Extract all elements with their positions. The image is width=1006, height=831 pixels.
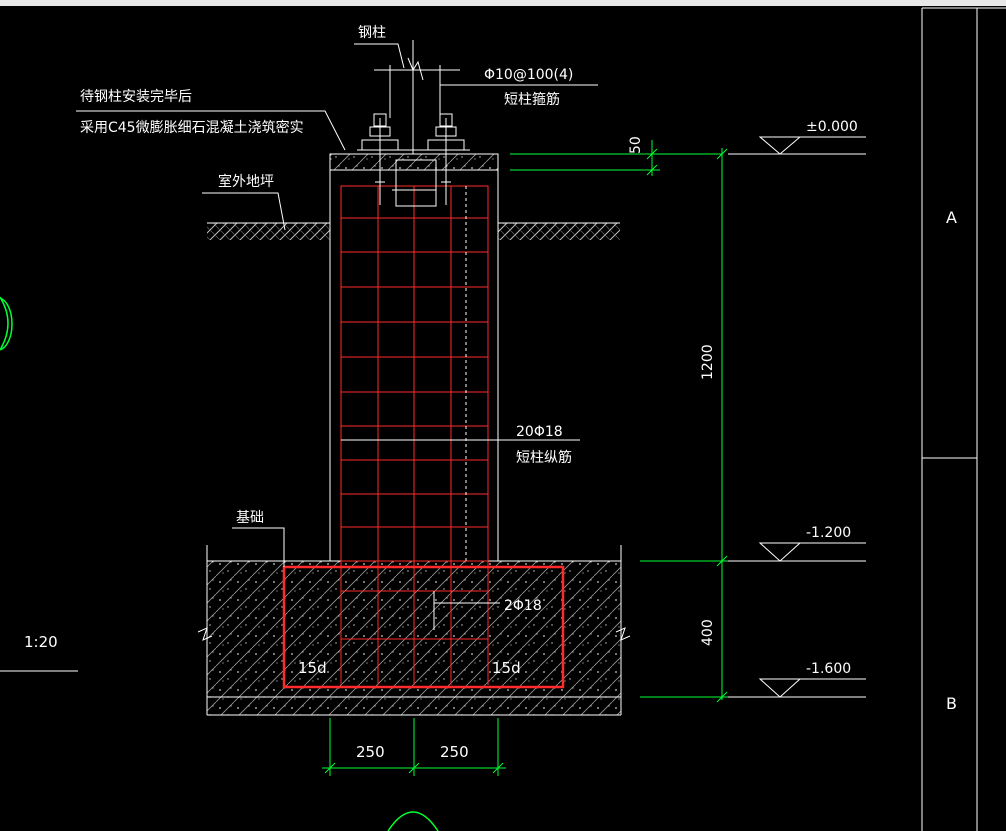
footing-rebar-mat [282, 565, 565, 689]
outdoor-ground-soil-left [207, 223, 330, 240]
dimension-lines [322, 140, 728, 776]
stirrup-spec-label: Φ10@100(4) [484, 67, 573, 83]
long-bar-name-label: 短柱纵筋 [516, 449, 572, 466]
elevation-bottom: -1.600 [806, 661, 851, 677]
axis-bubble-bottom [387, 811, 439, 831]
dim-top-gap: 50 [628, 136, 644, 154]
dim-right-half-width: 250 [440, 743, 469, 761]
grid-label-a: A [946, 208, 957, 227]
elevation-top: ±0.000 [806, 119, 858, 135]
long-bar-spec-label: 20Φ18 [516, 424, 563, 440]
grid-label-b: B [946, 694, 957, 713]
outdoor-ground-soil-right [498, 223, 620, 240]
title-block-frame [921, 7, 1006, 831]
dim-left-half-width: 250 [356, 743, 385, 761]
axis-bubble-left [0, 297, 13, 351]
anchor-length-left: 15d [298, 659, 327, 677]
anchor-length-right: 15d [492, 659, 521, 677]
window-top-strip [0, 0, 1006, 6]
outdoor-ground-label: 室外地坪 [218, 173, 274, 190]
elevation-mid: -1.200 [806, 525, 851, 541]
footing-blinding [207, 697, 621, 715]
leader-lines [76, 43, 598, 567]
dim-footing-height: 400 [700, 619, 716, 646]
rebar-cage [340, 185, 489, 685]
steel-column-label: 钢柱 [358, 25, 386, 41]
footing-bar-marker [433, 591, 500, 630]
break-mark-left [197, 627, 213, 641]
grout-note-line1: 待钢柱安装完毕后 [80, 89, 192, 105]
foundation-label: 基础 [236, 509, 264, 526]
grout-cap [329, 153, 499, 171]
grout-note-line2: 采用C45微膨胀细石混凝土浇筑密实 [80, 119, 304, 136]
elevation-markers [728, 136, 866, 698]
axis-bubble-left-arc [0, 296, 9, 351]
scale-label: 1:20 [24, 633, 58, 651]
steel-column-and-bolts [357, 40, 470, 207]
dim-column-height: 1200 [700, 344, 716, 380]
bottom-bar-spec-label: 2Φ18 [504, 598, 542, 614]
stirrup-name-label: 短柱箍筋 [504, 91, 560, 108]
break-mark-right [615, 627, 631, 641]
